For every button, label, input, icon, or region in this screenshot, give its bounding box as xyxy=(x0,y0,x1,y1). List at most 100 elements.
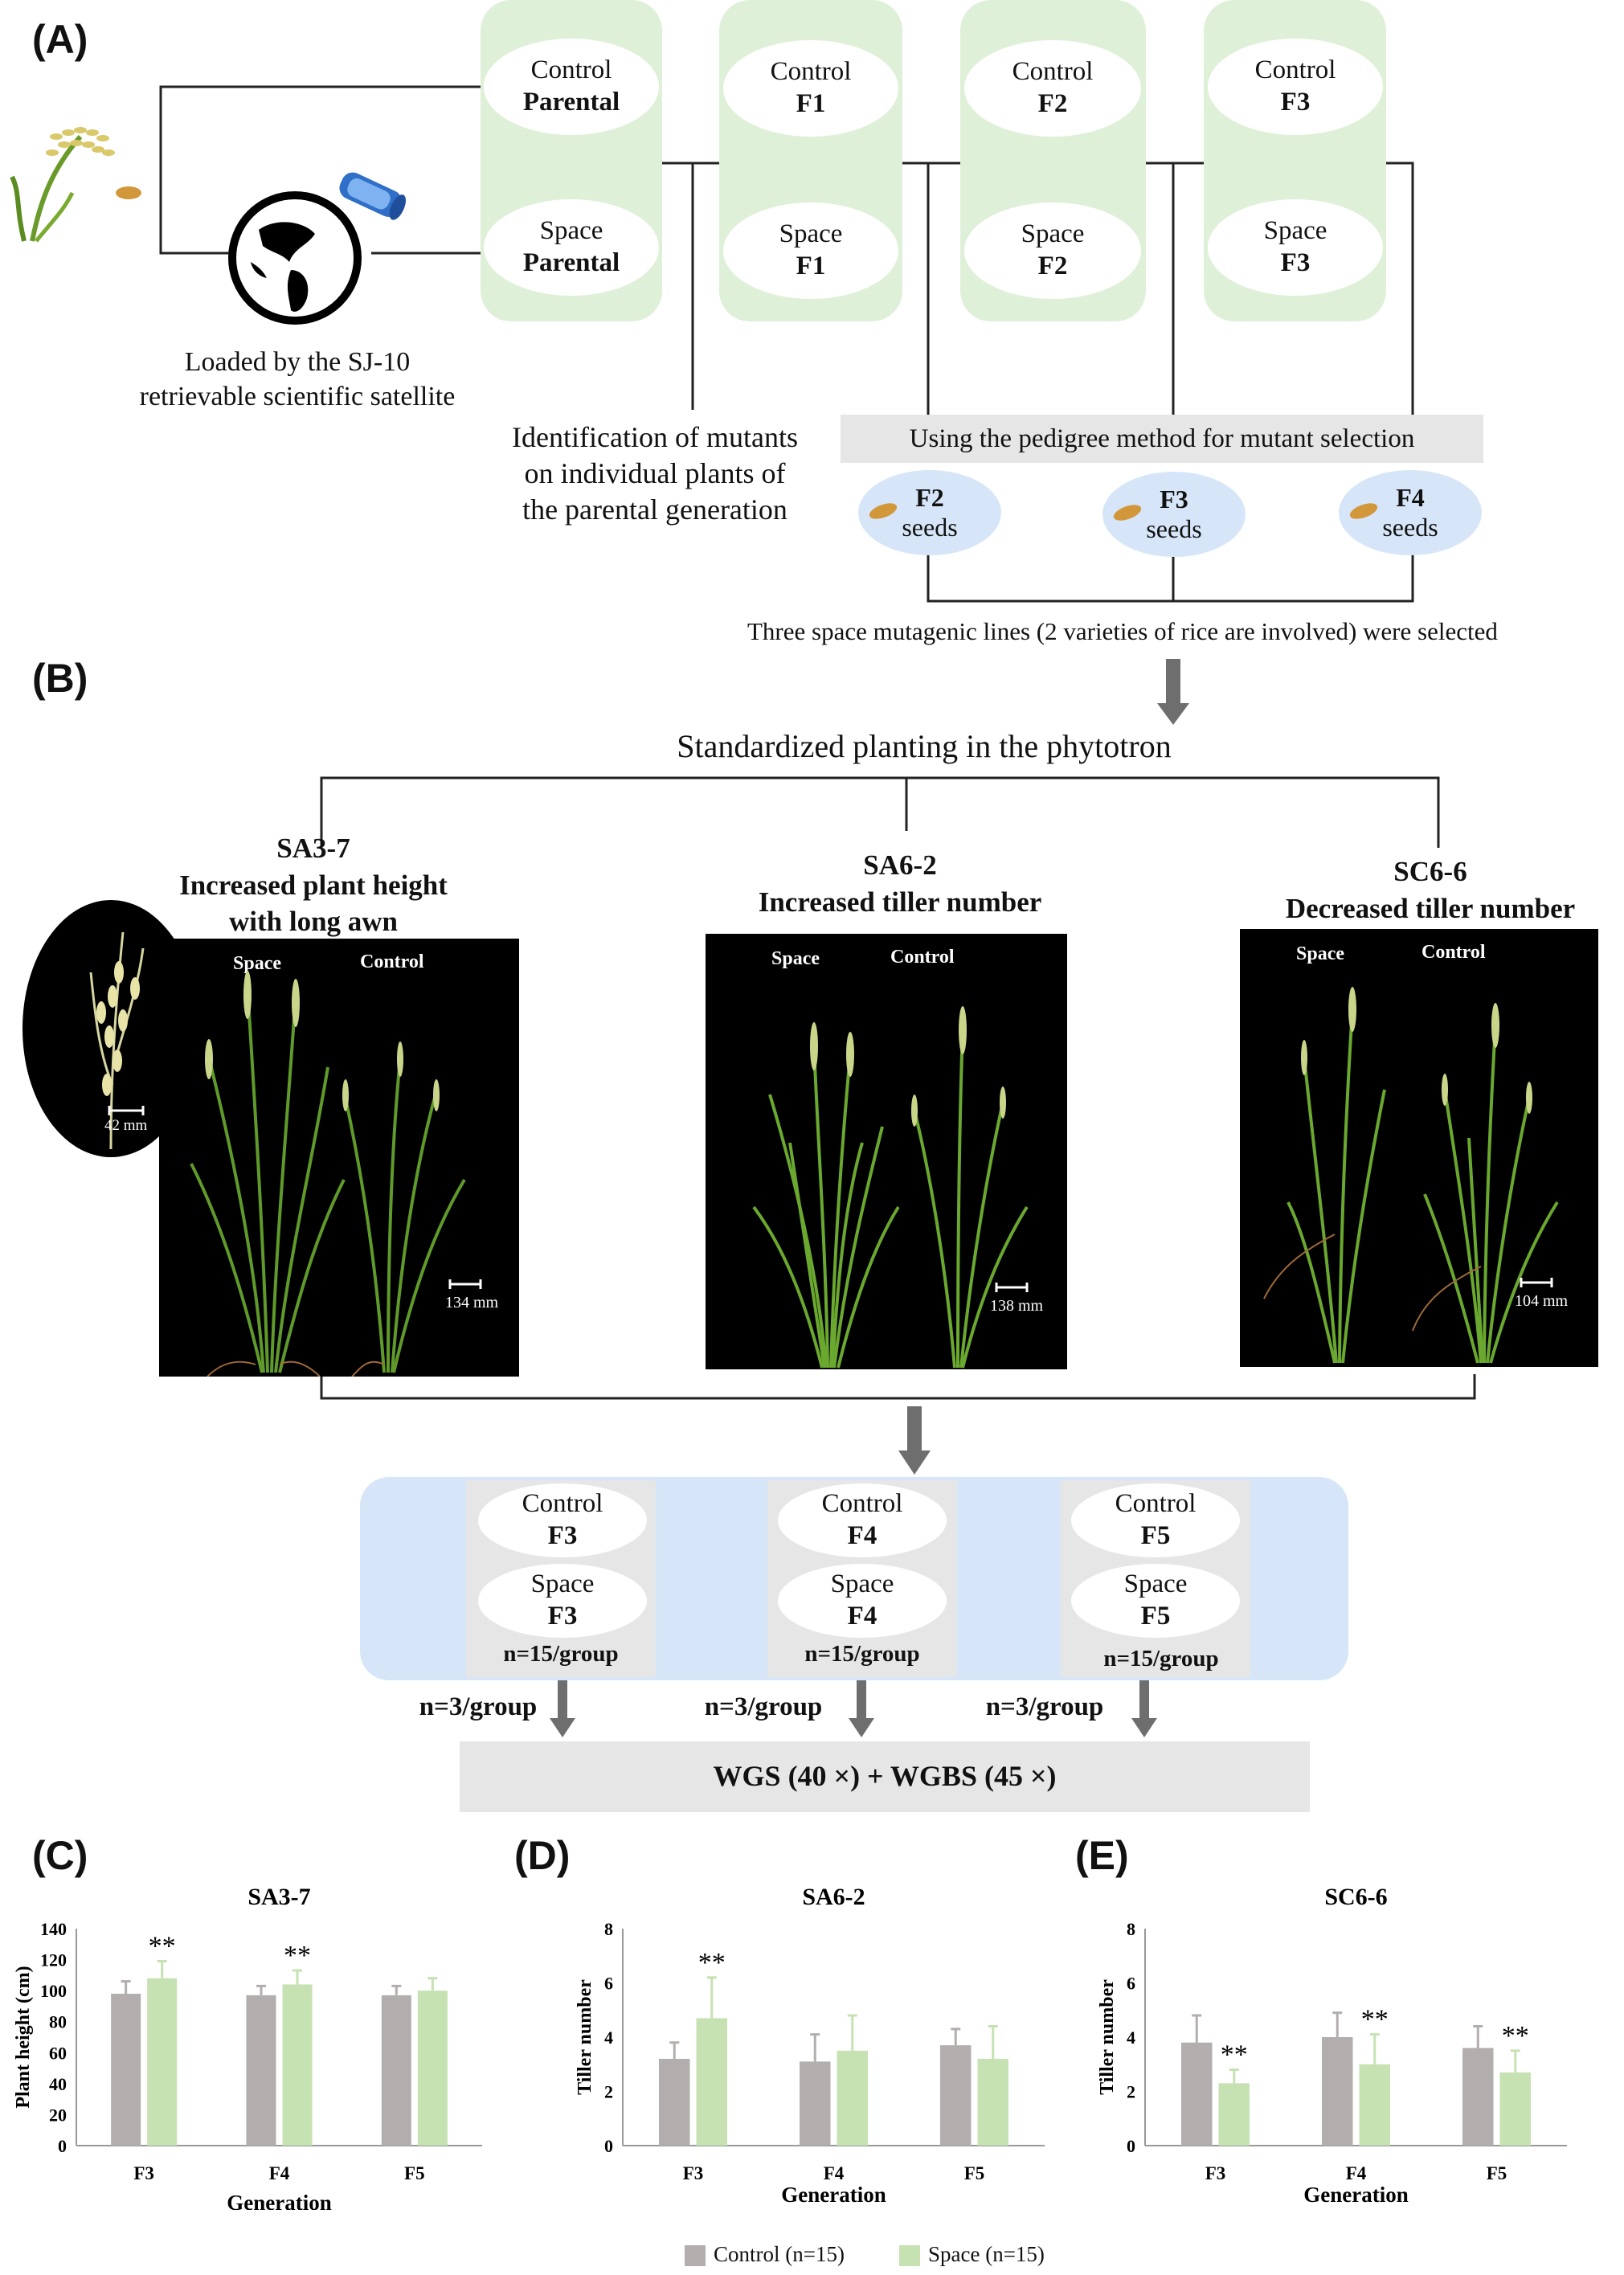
satellite-caption-line-2: retrievable scientific satellite xyxy=(139,381,456,411)
y-tick-label: 8 xyxy=(1127,1919,1135,1939)
seed-f3-word: seeds xyxy=(1146,514,1202,543)
y-tick-label: 2 xyxy=(604,2082,613,2102)
scheme-b-connectors xyxy=(320,659,1476,1737)
y-tick-label: 8 xyxy=(604,1919,613,1939)
control-f3-top: Control xyxy=(1254,55,1336,85)
y-tick-label: 60 xyxy=(49,2043,67,2063)
seed-f2-word: seeds xyxy=(902,513,958,542)
space-f1-node: Space F1 xyxy=(723,203,898,299)
bar-space xyxy=(696,2018,727,2146)
seed-f3-gen: F3 xyxy=(1160,485,1188,514)
bar-space xyxy=(837,2050,868,2146)
photo-sc6-6: Space Control 104 mm xyxy=(1240,929,1598,1367)
x-axis-label: Generation xyxy=(1303,2183,1408,2207)
photo-sa3-7-control-tag: Control xyxy=(360,951,424,972)
bar-control xyxy=(659,2059,690,2146)
group-2-space-node: Space F4 xyxy=(778,1564,947,1638)
bar-space xyxy=(417,1991,448,2146)
photo-sa3-7-space-tag: Space xyxy=(233,953,281,974)
seed-icon xyxy=(869,503,898,519)
x-axis-label: Generation xyxy=(227,2191,331,2210)
chart-title: SA3-7 xyxy=(247,1884,310,1910)
pedigree-box xyxy=(841,415,1483,463)
x-tick-label: F4 xyxy=(269,2163,290,2183)
bar-space xyxy=(282,1984,313,2146)
panel-label-e: (E) xyxy=(1075,1833,1129,1878)
line-title-sa3-7: SA3-7 Increased plant height with long a… xyxy=(137,830,490,940)
space-f2-bottom: F2 xyxy=(1037,252,1068,280)
significance-mark: ** xyxy=(284,1941,311,1970)
y-tick-label: 0 xyxy=(604,2136,613,2156)
y-tick-label: 0 xyxy=(1127,2136,1135,2156)
significance-mark: ** xyxy=(1502,2021,1529,2051)
line-desc-sa6-2: Increased tiller number xyxy=(758,886,1042,918)
bar-control xyxy=(940,2045,972,2146)
sample-size-3: n=3/group xyxy=(985,1692,1104,1721)
group-3-n: n=15/group xyxy=(1103,1646,1219,1671)
y-axis-label: Tiller number xyxy=(1097,1979,1118,2095)
legend-swatch-space xyxy=(899,2245,920,2266)
space-f1-top: Space xyxy=(779,219,843,249)
bar-control xyxy=(800,2061,831,2146)
photo-sc6-6-space-tag: Space xyxy=(1296,943,1344,964)
satellite-caption-line-1: Loaded by the SJ-10 xyxy=(184,347,411,377)
line-desc-sc6-6: Decreased tiller number xyxy=(1285,892,1576,924)
legend-label-space: Space (n=15) xyxy=(928,2242,1045,2266)
x-tick-label: F5 xyxy=(404,2163,425,2183)
satellite-icon xyxy=(339,172,407,220)
bar-space xyxy=(1218,2083,1250,2146)
y-tick-label: 40 xyxy=(49,2074,67,2094)
seed-icon xyxy=(1113,505,1142,521)
photo-sa6-2-space-tag: Space xyxy=(771,948,820,969)
space-f3-bottom: F3 xyxy=(1280,248,1311,277)
seed-f2-gen: F2 xyxy=(915,483,944,513)
group-1-control-node: Control F3 xyxy=(478,1483,647,1557)
bar-control xyxy=(111,1994,141,2146)
line-id-sa6-2: SA6-2 xyxy=(863,849,937,881)
photo-sa3-7: Space Control 134 mm xyxy=(159,939,519,1377)
legend-swatch-control xyxy=(685,2245,706,2266)
panel-label-b: (B) xyxy=(32,656,88,701)
group-2-n: n=15/group xyxy=(804,1641,920,1667)
rice-plants-image xyxy=(1263,987,1559,1364)
chart-title: SC6-6 xyxy=(1324,1884,1387,1910)
globe-icon xyxy=(228,191,362,325)
photo-sc6-6-control-tag: Control xyxy=(1422,942,1486,963)
y-axis-label: Plant height (cm) xyxy=(13,1966,34,2108)
significance-mark: ** xyxy=(1221,2040,1248,2070)
bar-control xyxy=(1181,2042,1213,2146)
rice-plants-image xyxy=(752,1006,1029,1369)
control-parental-node: Control Parental xyxy=(484,39,659,135)
rice-plants-image xyxy=(190,971,482,1377)
inset-scale-label: 42 mm xyxy=(104,1117,148,1134)
control-f1-bottom: F1 xyxy=(796,89,826,118)
line-desc-sa3-7-2: with long awn xyxy=(228,906,399,937)
x-tick-label: F5 xyxy=(964,2163,985,2183)
y-tick-label: 20 xyxy=(49,2105,67,2125)
group-1-space-node: Space F3 xyxy=(478,1564,647,1638)
significance-mark: ** xyxy=(698,1948,726,1978)
group-1-n: n=15/group xyxy=(503,1641,619,1667)
x-tick-label: F3 xyxy=(133,2163,154,2183)
group-3-space-node: Space F5 xyxy=(1071,1564,1240,1638)
x-tick-label: F3 xyxy=(1205,2163,1226,2183)
group-1-space-label: Space xyxy=(530,1569,595,1599)
group-3-space-gen: F5 xyxy=(1140,1602,1171,1631)
y-tick-label: 6 xyxy=(604,1974,613,1994)
x-tick-label: F4 xyxy=(1346,2163,1367,2183)
bar-control xyxy=(246,1995,276,2146)
control-parental-top: Control xyxy=(530,55,612,85)
panicle-image xyxy=(89,931,145,1150)
seed-f4-gen: F4 xyxy=(1396,483,1425,513)
y-tick-label: 4 xyxy=(604,2027,613,2048)
group-1-space-gen: F3 xyxy=(547,1602,578,1631)
control-f1-node: Control F1 xyxy=(723,40,898,137)
line-id-sc6-6: SC6-6 xyxy=(1393,856,1467,887)
planting-label: Standardized planting in the phytotron xyxy=(677,728,1172,764)
space-f3-node: Space F3 xyxy=(1208,199,1383,296)
control-f3-bottom: F3 xyxy=(1280,88,1311,117)
significance-mark: ** xyxy=(149,1932,176,1962)
identification-line-2: on individual plants of xyxy=(524,457,786,489)
group-3-space-label: Space xyxy=(1123,1569,1188,1599)
